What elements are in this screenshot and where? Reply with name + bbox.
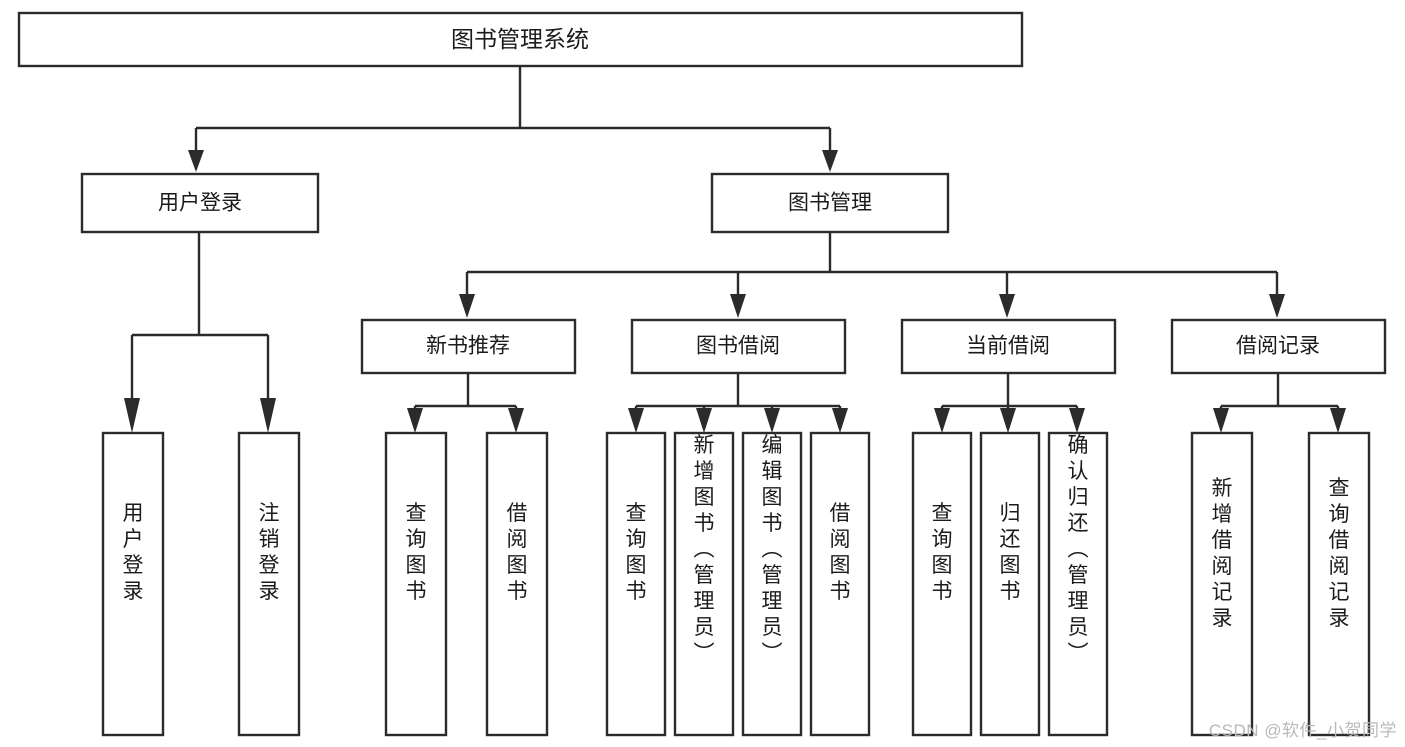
leaf-node-label: 注销登录 [259,502,280,603]
leaf-node-add-book-admin[interactable]: 新增图书︵管理员︶ [673,431,735,737]
leaf-node-query-borrow-record[interactable]: 查询借阅记录 [1307,431,1371,737]
leaf-node-label: 确认归还︵管理员︶ [1068,434,1089,665]
node-user-login[interactable]: 用户登录 [80,172,320,234]
node-current-borrow-label: 当前借阅 [966,335,1050,358]
leaf-node-add-borrow-record[interactable]: 新增借阅记录 [1190,431,1254,737]
leaf-node-box [1307,431,1371,737]
leaf-node-box [911,431,973,737]
arrow-head-icon [1000,408,1016,433]
arrow-head-icon [999,294,1015,318]
node-book-borrow[interactable]: 图书借阅 [630,318,847,375]
leaf-node-box [741,431,803,737]
leaf-node-query-book-current[interactable]: 查询图书 [911,431,973,737]
arrow-head-icon [764,408,780,433]
arrow-head-icon [934,408,950,433]
node-new-book-recommend[interactable]: 新书推荐 [360,318,577,375]
node-current-borrow[interactable]: 当前借阅 [900,318,1117,375]
leaf-node-label: 查询借阅记录 [1329,477,1350,630]
node-new-book-recommend-label: 新书推荐 [426,335,510,358]
leaf-node-user-login[interactable]: 用户登录 [101,431,165,737]
arrow-head-icon [1213,408,1229,433]
leaf-node-confirm-return-admin[interactable]: 确认归还︵管理员︶ [1047,431,1109,737]
leaf-node-label: 编辑图书︵管理员︶ [762,434,783,665]
arrow-head-icon [1330,408,1346,433]
node-book-management-box [710,172,950,234]
leaf-node-box [237,431,301,737]
arrow-head-icon [832,408,848,433]
leaf-node-label: 查询图书 [932,502,953,603]
connector-bookmgmt-to-level3 [459,232,1285,318]
arrow-head-icon [1269,294,1285,318]
leaf-node-box [605,431,667,737]
leaf-node-borrow-book[interactable]: 借阅图书 [809,431,871,737]
node-book-management[interactable]: 图书管理 [710,172,950,234]
leaf-node-edit-book-admin[interactable]: 编辑图书︵管理员︶ [741,431,803,737]
arrow-head-icon [822,150,838,172]
node-borrow-records-label: 借阅记录 [1236,335,1320,358]
arrow-head-icon [188,150,204,172]
arrow-head-icon [628,408,644,433]
leaf-node-box [809,431,871,737]
arrow-head-icon [260,398,276,433]
node-borrow-records-box [1170,318,1387,375]
connector-bookborrow-to-leaves [628,373,848,433]
node-book-borrow-box [630,318,847,375]
leaf-node-box [673,431,735,737]
leaf-node-box [101,431,165,737]
node-book-management-label: 图书管理 [788,192,872,215]
node-root-system[interactable]: 图书管理系统 [17,11,1024,68]
leaf-node-label: 查询图书 [406,502,427,603]
leaf-node-label: 借阅图书 [830,502,851,603]
leaf-node-label: 查询图书 [626,502,647,603]
connector-userlogin-to-leaves [124,232,276,433]
leaf-node-box [979,431,1041,737]
connector-borrowrecord-to-leaves [1213,373,1346,433]
leaf-node-label: 借阅图书 [507,502,528,603]
arrow-head-icon [1069,408,1085,433]
node-user-login-label: 用户登录 [158,192,242,215]
connector-newbook-to-leaves [407,373,524,433]
leaf-node-query-book-borrow[interactable]: 查询图书 [605,431,667,737]
leaf-node-label: 用户登录 [123,502,144,603]
leaf-node-logout[interactable]: 注销登录 [237,431,301,737]
node-user-login-box [80,172,320,234]
arrow-head-icon [508,408,524,433]
node-borrow-records[interactable]: 借阅记录 [1170,318,1387,375]
leaf-node-label: 归还图书 [1000,502,1021,603]
leaf-node-box [384,431,448,737]
connector-currentborrow-to-leaves [934,373,1085,433]
leaf-node-borrow-book-newbook[interactable]: 借阅图书 [485,431,549,737]
node-root-box [17,11,1024,68]
connector-root-to-level2 [188,66,838,172]
leaf-node-label: 新增图书︵管理员︶ [694,434,715,665]
leaf-node-query-book-newbook[interactable]: 查询图书 [384,431,448,737]
leaf-node-box [1047,431,1109,737]
arrow-head-icon [730,294,746,318]
arrow-head-icon [696,408,712,433]
node-root-label: 图书管理系统 [451,26,589,52]
leaf-node-box [485,431,549,737]
leaf-node-box [1190,431,1254,737]
node-new-book-recommend-box [360,318,577,375]
arrow-head-icon [459,294,475,318]
arrow-head-icon [407,408,423,433]
node-book-borrow-label: 图书借阅 [696,335,780,358]
node-current-borrow-box [900,318,1117,375]
leaf-node-label: 新增借阅记录 [1212,477,1233,630]
arrow-head-icon [124,398,140,433]
leaf-node-return-book[interactable]: 归还图书 [979,431,1041,737]
